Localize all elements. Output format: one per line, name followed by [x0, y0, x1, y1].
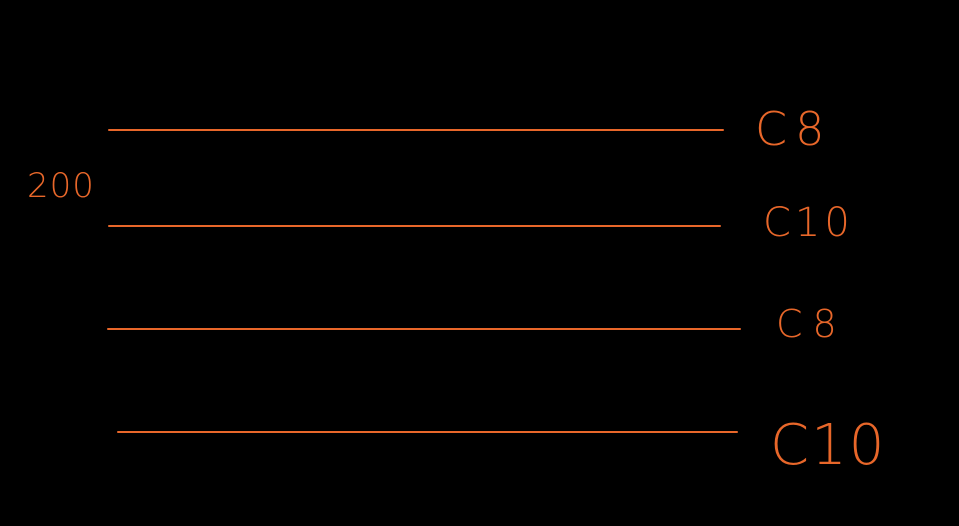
line-label-2: C10	[763, 200, 854, 246]
line-label-1: C8	[755, 102, 832, 156]
line-label-3: C8	[776, 302, 847, 346]
annotation-200: 200	[27, 166, 95, 206]
line-label-4: C10	[770, 413, 886, 478]
